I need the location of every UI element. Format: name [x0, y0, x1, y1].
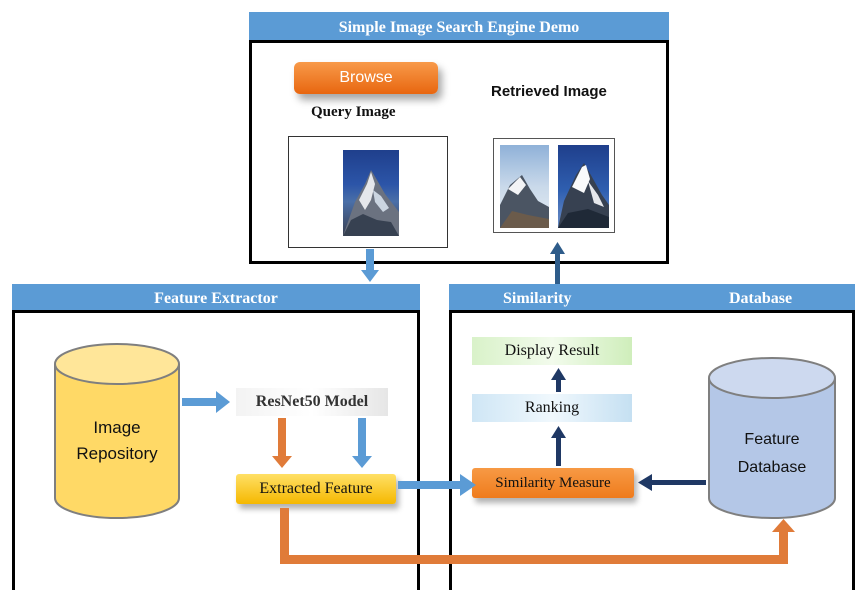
demo-header: Simple Image Search Engine Demo: [249, 12, 669, 40]
arrows-layer: [182, 242, 795, 564]
arrow-model-to-feature-blue: [352, 418, 372, 468]
extracted-feature-label: Extracted Feature: [259, 480, 373, 497]
retrieved-image-2: [558, 145, 609, 228]
arrow-similarity-to-retrieved: [550, 242, 565, 284]
arrow-query-to-extractor: [361, 249, 379, 282]
arrow-repository-to-model: [182, 391, 230, 413]
database-title: Database: [729, 290, 793, 307]
similarity-panel: [449, 310, 855, 590]
arrow-similarity-to-ranking: [551, 426, 566, 466]
feature-extractor-header: Feature Extractor: [12, 284, 420, 310]
similarity-measure-label: Similarity Measure: [495, 474, 611, 491]
retrieved-image-label: Retrieved Image: [491, 83, 607, 100]
ranking-label: Ranking: [524, 399, 580, 416]
feature-extractor-title: Feature Extractor: [154, 290, 278, 307]
arrow-feature-to-similarity: [398, 474, 476, 496]
browse-button[interactable]: Browse: [294, 62, 438, 94]
arrow-model-to-feature-orange: [272, 418, 292, 468]
similarity-measure-box: Similarity Measure: [472, 468, 634, 498]
feature-extractor-panel: [12, 310, 420, 590]
extracted-feature-box: Extracted Feature: [236, 474, 396, 504]
browse-label: Browse: [339, 69, 393, 86]
arrow-feature-to-database: [280, 508, 795, 564]
arrow-ranking-to-display: [551, 368, 566, 392]
demo-title: Simple Image Search Engine Demo: [338, 19, 580, 36]
query-image: [343, 150, 399, 236]
arrow-database-to-similarity: [638, 474, 706, 491]
image-repository-cylinder: [54, 343, 180, 519]
feature-database-cylinder: [708, 357, 836, 519]
ranking-box: Ranking: [472, 394, 632, 422]
similarity-title: Similarity: [503, 290, 572, 307]
display-result-label: Display Result: [504, 342, 600, 359]
display-result-box: Display Result: [472, 337, 632, 365]
retrieved-image-1: [500, 145, 549, 228]
query-image-label: Query Image: [311, 104, 396, 120]
resnet50-model-box: ResNet50 Model: [236, 388, 388, 416]
resnet50-model-label: ResNet50 Model: [255, 393, 369, 410]
similarity-header: Similarity Database: [449, 284, 855, 310]
